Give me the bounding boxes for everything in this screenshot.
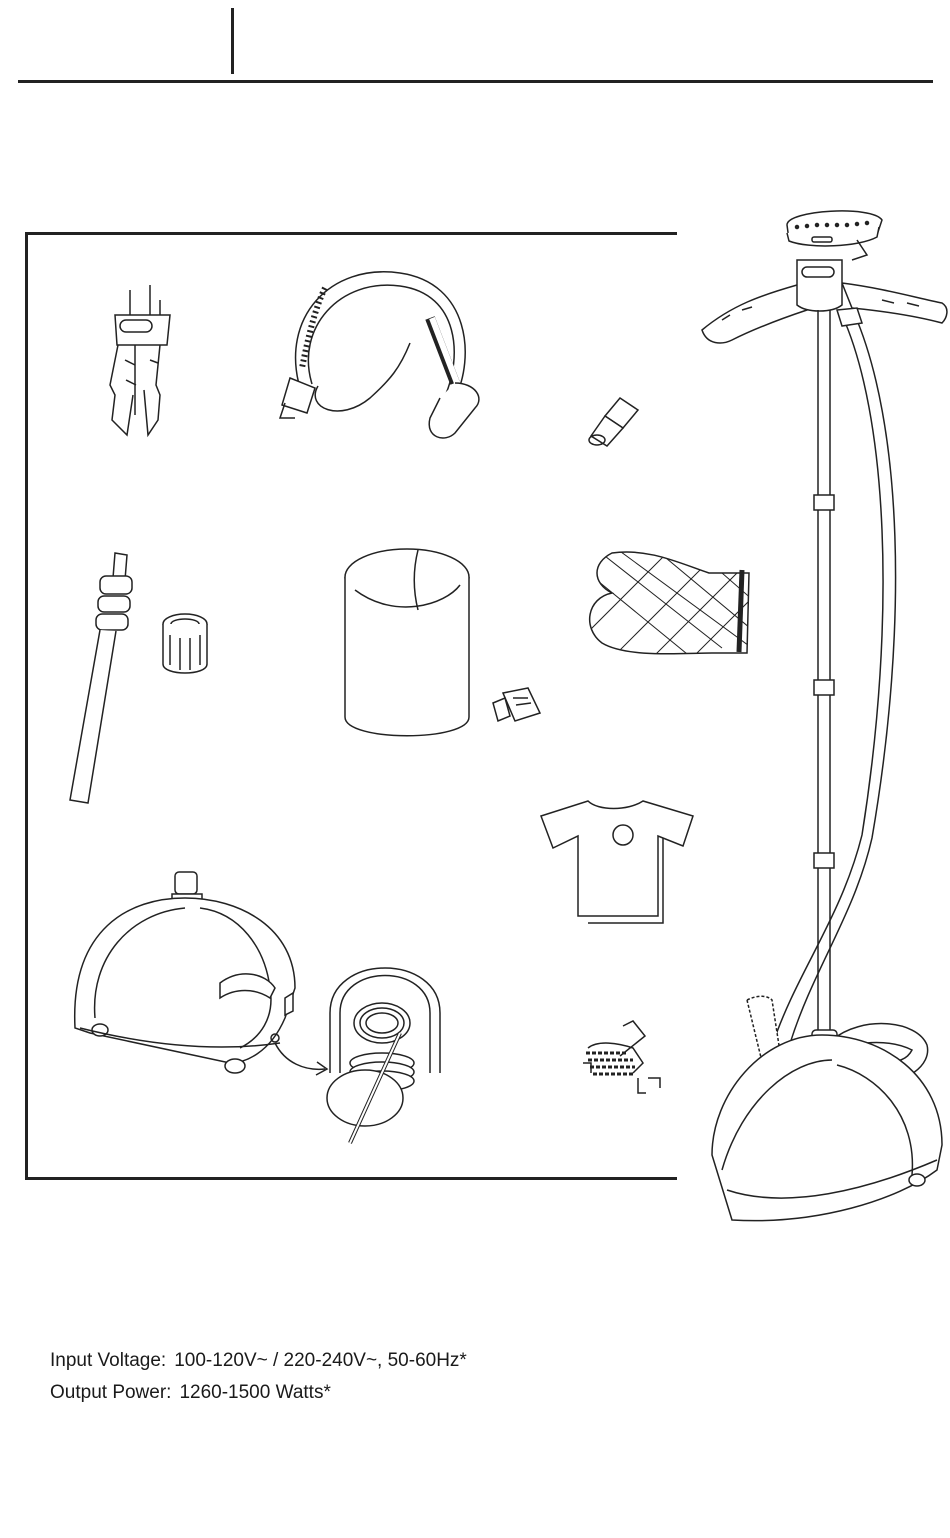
input-voltage-spec: Input Voltage: 100-120V~ / 220-240V~, 50-… (50, 1347, 467, 1375)
parts-frame-left (25, 232, 28, 1180)
tank-valve-illustration (488, 683, 548, 728)
output-power-spec: Output Power: 1260-1500 Watts* (50, 1379, 331, 1407)
connector-tip-illustration (585, 388, 645, 453)
pole-cap-illustration (155, 610, 215, 682)
input-voltage-label: Input Voltage: (50, 1350, 166, 1371)
input-voltage-value: 100-120V~ / 220-240V~, 50-60Hz* (174, 1350, 467, 1371)
drain-plug-detail-illustration (320, 968, 440, 1153)
pole-section-illustration (60, 548, 150, 810)
hose-clip-illustration (578, 1018, 678, 1100)
shirt-board-illustration (548, 793, 698, 925)
water-tank-illustration (340, 545, 475, 740)
parts-frame-top (25, 232, 677, 235)
header-rule (18, 80, 933, 83)
assembled-steamer-illustration (692, 205, 950, 1237)
parts-frame-bottom (25, 1177, 677, 1180)
header-divider-tick (231, 8, 234, 74)
output-power-value: 1260-1500 Watts* (179, 1382, 330, 1403)
steamer-base-illustration (70, 868, 305, 1078)
hanger-clip-illustration (100, 280, 180, 440)
output-power-label: Output Power: (50, 1382, 171, 1403)
steam-hose-illustration (270, 258, 500, 443)
